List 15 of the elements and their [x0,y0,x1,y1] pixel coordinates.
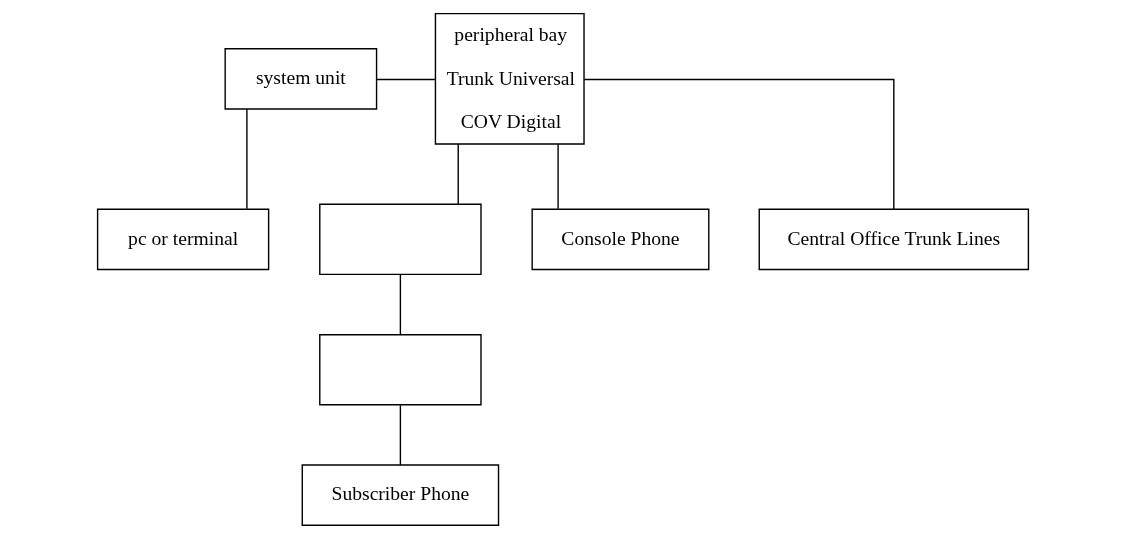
connector [399,404,401,466]
node-box [318,334,482,406]
node-box [318,203,482,276]
connector [375,78,436,81]
node-box: Console Phone [530,208,709,271]
node-box: Subscriber Phone [301,464,499,527]
node-box: pc or terminal [96,208,269,271]
node-box: Central Office Trunk Lines [758,208,1029,271]
node-box: peripheral bay Trunk Universal COV Digital [434,12,585,145]
node-box: system unit [223,48,377,110]
connector [556,143,559,210]
connector [583,78,895,210]
connector [399,274,401,336]
connector [245,108,248,210]
connector [457,143,459,205]
